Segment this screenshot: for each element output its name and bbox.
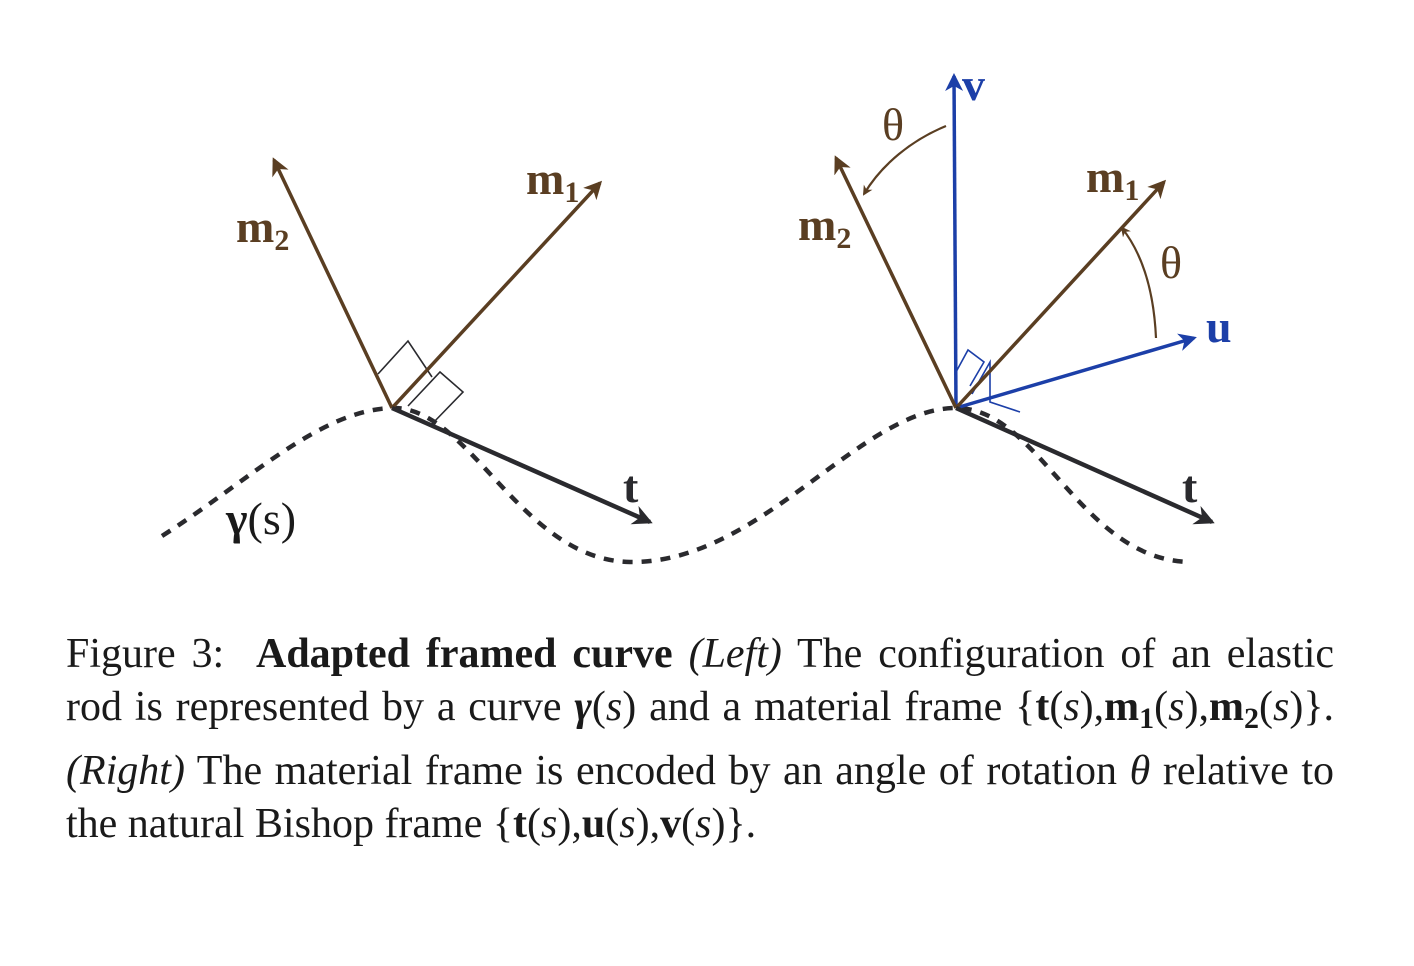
right-m1-label: m1: [1086, 151, 1139, 207]
caption-bishop-frame-set: {t(s),u(s),v(s)}.: [492, 800, 757, 847]
curve-label: γ(s): [225, 493, 296, 544]
right-theta-arc-right: [1120, 226, 1158, 339]
right-v-arrow: [945, 73, 964, 409]
left-right-angle-marker: [377, 339, 465, 425]
right-u-label: u: [1206, 301, 1232, 352]
caption-left-tag: (Left): [688, 631, 782, 677]
caption-gamma-s: γ(s): [574, 683, 637, 730]
caption-figure-number: Figure 3:: [66, 631, 225, 677]
left-m1-arrow: [390, 180, 603, 410]
curve-gamma: [160, 405, 1191, 565]
right-t-arrow: [955, 405, 1215, 525]
caption-title: Adapted framed curve: [255, 631, 673, 677]
left-frame: m2 m1 t γ(s): [225, 153, 653, 544]
left-m2-label: m2: [236, 201, 289, 257]
right-frame: v u m2 m1 t θ θ: [798, 59, 1232, 525]
right-right-angle-marker: [955, 348, 1021, 413]
figure-caption: Figure 3: Adapted framed curve (Left) Th…: [66, 628, 1334, 850]
caption-right-text-2: relative to the natural Bishop frame: [66, 748, 1335, 847]
caption-right-text-1: The material frame is encoded by an angl…: [196, 748, 1118, 794]
left-t-label: t: [623, 461, 639, 512]
left-m1-label: m1: [526, 153, 579, 209]
caption-material-frame-set: {t(s),m1(s),m2(s)}.: [1015, 683, 1335, 735]
caption-left-text-2: and a material frame: [649, 683, 1003, 730]
figure-diagram: m2 m1 t γ(s) v u m2 m1 t: [160, 59, 1232, 565]
caption-right-tag: (Right): [66, 748, 185, 794]
right-v-label: v: [962, 59, 985, 110]
right-theta-top-label: θ: [882, 99, 904, 150]
caption-left-text-1: The configuration of an elastic rod is r…: [66, 631, 1335, 730]
right-t-label: t: [1182, 461, 1198, 512]
right-theta-right-label: θ: [1160, 237, 1182, 288]
right-m1-arrow: [954, 179, 1167, 410]
left-m2-arrow: [272, 157, 394, 409]
right-u-arrow: [955, 333, 1197, 410]
right-theta-arc-top: [862, 124, 947, 196]
caption-theta: θ: [1129, 748, 1151, 794]
left-t-arrow: [391, 405, 653, 525]
right-m2-label: m2: [798, 199, 851, 255]
right-m2-arrow: [834, 155, 958, 409]
